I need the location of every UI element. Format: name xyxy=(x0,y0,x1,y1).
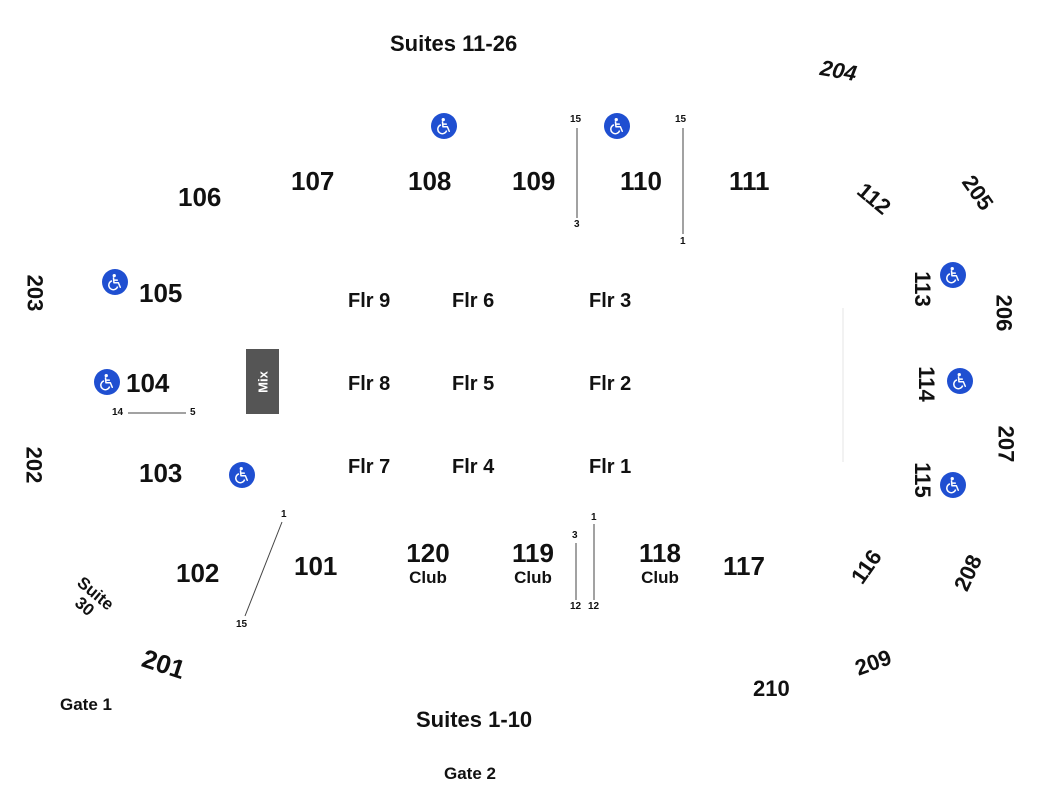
section-103[interactable]: 103 xyxy=(139,458,183,488)
suites-top-label: Suites 11-26 xyxy=(390,31,518,56)
row-label-104-left: 14 xyxy=(112,407,124,418)
row-label-110-top: 15 xyxy=(675,114,687,125)
section-114[interactable]: 114 xyxy=(913,366,939,402)
section-118-number: 118 xyxy=(639,538,681,568)
section-203[interactable]: 203 xyxy=(22,274,48,312)
mix-label: Mix xyxy=(255,370,270,393)
section-119-number: 119 xyxy=(512,538,554,568)
floor-4[interactable]: Flr 4 xyxy=(452,456,495,478)
floor-7[interactable]: Flr 7 xyxy=(348,456,391,478)
floor-6[interactable]: Flr 6 xyxy=(452,290,495,312)
wheelchair-icon xyxy=(940,472,966,498)
gate-2-label: Gate 2 xyxy=(444,764,496,783)
section-107[interactable]: 107 xyxy=(291,166,335,196)
wheelchair-icon xyxy=(94,369,120,395)
section-204[interactable]: 204 xyxy=(818,55,859,87)
wheelchair-icon xyxy=(604,113,630,139)
section-106[interactable]: 106 xyxy=(178,182,222,212)
section-119[interactable]: 119 Club xyxy=(503,540,563,586)
section-118[interactable]: 118 Club xyxy=(630,540,690,586)
row-label-101-bottom: 15 xyxy=(236,619,248,630)
section-102[interactable]: 102 xyxy=(176,558,220,588)
wheelchair-icon xyxy=(431,113,457,139)
row-label-118-top: 1 xyxy=(591,512,597,523)
section-210[interactable]: 210 xyxy=(753,676,790,701)
section-101[interactable]: 101 xyxy=(294,551,338,581)
section-119-club-label: Club xyxy=(514,568,552,587)
wheelchair-icon xyxy=(940,262,966,288)
wheelchair-icon xyxy=(229,462,255,488)
section-120-club-label: Club xyxy=(409,568,447,587)
section-113[interactable]: 113 xyxy=(909,271,935,307)
floor-8[interactable]: Flr 8 xyxy=(348,373,391,395)
section-105[interactable]: 105 xyxy=(139,278,183,308)
section-109[interactable]: 109 xyxy=(512,166,556,196)
row-label-110-bottom: 1 xyxy=(680,236,686,247)
section-104[interactable]: 104 xyxy=(126,368,170,398)
section-115[interactable]: 115 xyxy=(909,462,935,498)
floor-2[interactable]: Flr 2 xyxy=(589,373,632,395)
wheelchair-icon xyxy=(947,368,973,394)
section-202[interactable]: 202 xyxy=(21,446,47,484)
row-line-101 xyxy=(244,521,283,617)
row-label-119-bottom: 12 xyxy=(570,601,582,612)
floor-1[interactable]: Flr 1 xyxy=(589,456,632,478)
section-120-number: 120 xyxy=(406,538,450,568)
section-117[interactable]: 117 xyxy=(723,551,765,581)
section-120[interactable]: 120 Club xyxy=(398,540,458,586)
section-110[interactable]: 110 xyxy=(620,166,662,196)
row-label-119-top: 3 xyxy=(572,530,578,541)
section-118-club-label: Club xyxy=(641,568,679,587)
section-206[interactable]: 206 xyxy=(991,294,1017,332)
row-label-109-top: 15 xyxy=(570,114,582,125)
floor-5[interactable]: Flr 5 xyxy=(452,373,495,395)
wheelchair-icon xyxy=(102,269,128,295)
floor-9[interactable]: Flr 9 xyxy=(348,290,391,312)
section-111[interactable]: 111 xyxy=(729,166,770,196)
suites-bottom-label: Suites 1-10 xyxy=(416,707,533,732)
row-label-109-bottom: 3 xyxy=(574,219,580,230)
section-207[interactable]: 207 xyxy=(993,425,1019,463)
section-108[interactable]: 108 xyxy=(408,166,452,196)
row-label-104-right: 5 xyxy=(190,407,196,418)
mix-position: Mix xyxy=(246,349,279,414)
row-label-101-top: 1 xyxy=(281,509,287,520)
floor-3[interactable]: Flr 3 xyxy=(589,290,632,312)
row-label-118-bottom: 12 xyxy=(588,601,600,612)
gate-1-label: Gate 1 xyxy=(60,695,112,714)
